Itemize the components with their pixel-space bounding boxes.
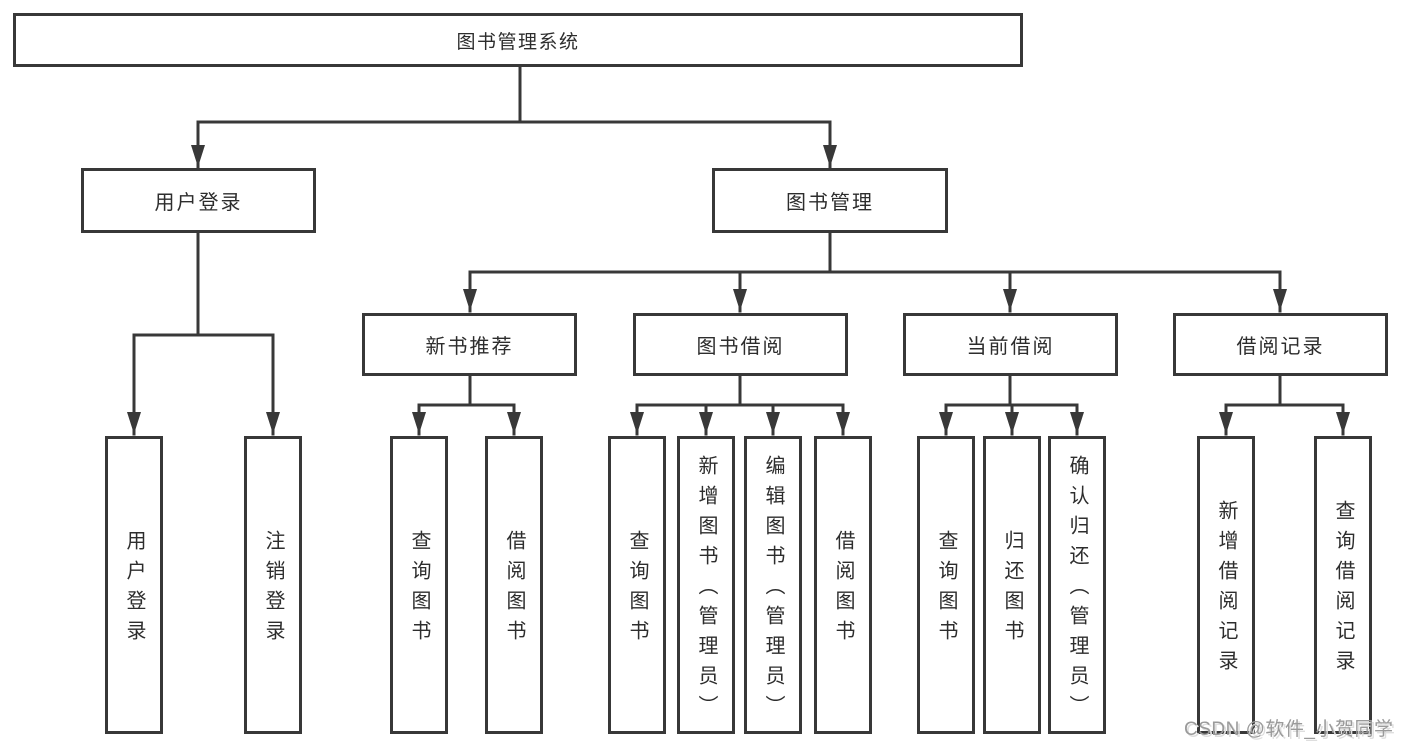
leaf-edit-book-admin: 编辑图书（管理员） — [744, 436, 802, 734]
leaf-query-borrow-record: 查询借阅记录 — [1314, 436, 1372, 734]
connector-current-borrow-children — [939, 374, 1084, 436]
connector-book-mgmt-children — [463, 231, 1287, 313]
leaf-confirm-return-admin: 确认归还（管理员） — [1048, 436, 1106, 734]
node-user-login: 用户登录 — [81, 168, 316, 233]
leaf-query-books-recommend: 查询图书 — [390, 436, 448, 734]
node-label: 图书借阅 — [696, 336, 785, 358]
leaf-borrow-books: 借阅图书 — [814, 436, 872, 734]
leaf-label: 确认归还（管理员） — [1066, 455, 1088, 725]
leaf-borrow-books-recommend: 借阅图书 — [485, 436, 543, 734]
leaf-label: 借阅图书 — [503, 530, 525, 650]
leaf-add-borrow-record: 新增借阅记录 — [1197, 436, 1255, 734]
node-book-management: 图书管理 — [712, 168, 948, 233]
leaf-label: 查询图书 — [408, 530, 430, 650]
leaf-return-book: 归还图书 — [983, 436, 1041, 734]
connector-root-to-level2 — [191, 65, 837, 169]
node-label: 用户登录 — [154, 192, 243, 214]
node-label: 图书管理 — [786, 192, 874, 214]
connector-user-login-children — [127, 231, 280, 436]
leaf-user-login: 用户登录 — [105, 436, 163, 734]
leaf-label: 编辑图书（管理员） — [762, 455, 784, 725]
leaf-logout: 注销登录 — [244, 436, 302, 734]
node-borrow-records: 借阅记录 — [1173, 313, 1388, 376]
leaf-query-books-borrow: 查询图书 — [608, 436, 666, 734]
node-label: 图书管理系统 — [456, 31, 580, 53]
csdn-watermark: CSDN @软件_小贺同学 — [1184, 719, 1394, 740]
leaf-label: 注销登录 — [262, 530, 284, 650]
leaf-label: 借阅图书 — [832, 530, 854, 650]
leaf-query-books-current: 查询图书 — [917, 436, 975, 734]
leaf-label: 用户登录 — [123, 530, 145, 650]
node-label: 新书推荐 — [425, 336, 514, 358]
leaf-add-book-admin: 新增图书（管理员） — [677, 436, 735, 734]
node-library-management-system: 图书管理系统 — [13, 13, 1023, 67]
leaf-label: 归还图书 — [1001, 530, 1023, 650]
leaf-label: 查询图书 — [626, 530, 648, 650]
node-current-borrow: 当前借阅 — [903, 313, 1118, 376]
node-book-borrow: 图书借阅 — [633, 313, 848, 376]
connector-borrow-records-children — [1219, 374, 1350, 436]
leaf-label: 新增借阅记录 — [1215, 500, 1237, 680]
leaf-label: 查询借阅记录 — [1332, 500, 1354, 680]
node-new-book-recommend: 新书推荐 — [362, 313, 577, 376]
leaf-label: 查询图书 — [935, 530, 957, 650]
leaf-label: 新增图书（管理员） — [695, 455, 717, 725]
connector-book-borrow-children — [630, 374, 850, 436]
node-label: 借阅记录 — [1236, 336, 1325, 358]
connector-new-books-children — [412, 374, 521, 436]
node-label: 当前借阅 — [966, 336, 1055, 358]
